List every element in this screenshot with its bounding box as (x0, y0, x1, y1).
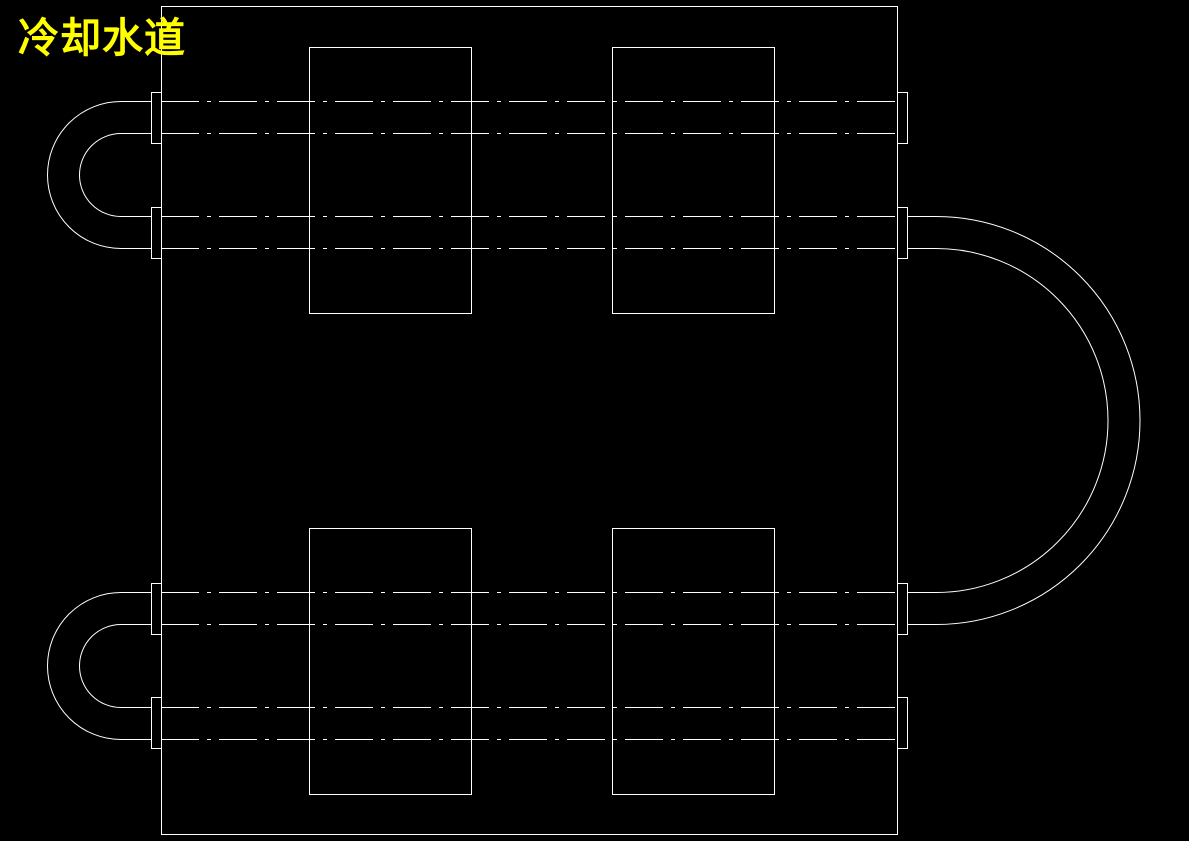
cooling-channel-1 (161, 102, 897, 134)
cavity-insert-top-right (613, 48, 775, 314)
drawing-title: 冷却水道 (18, 14, 186, 62)
fitting-right-4 (898, 698, 908, 749)
u-bend-left-top-inner (79, 134, 151, 217)
cooling-channel-4 (161, 708, 897, 740)
mold-plate-outline (162, 7, 898, 835)
cooling-channel-2 (161, 217, 897, 249)
fitting-right-3 (898, 584, 908, 635)
fitting-left-1 (152, 93, 162, 144)
fitting-left-4 (152, 698, 162, 749)
cooling-channel-3 (161, 593, 897, 625)
fitting-left-3 (152, 584, 162, 635)
cavity-insert-bottom-left (310, 529, 472, 795)
cavity-insert-top-left (310, 48, 472, 314)
u-bend-left-bottom (47, 593, 151, 740)
fitting-right-1 (898, 93, 908, 144)
u-bend-left-bottom-inner (79, 625, 151, 708)
fitting-right-2 (898, 208, 908, 259)
u-bend-right-inner (907, 249, 1108, 593)
u-bend-left-top (47, 102, 151, 249)
fitting-left-2 (152, 208, 162, 259)
u-bend-right (907, 217, 1140, 625)
cavity-insert-bottom-right (613, 529, 775, 795)
